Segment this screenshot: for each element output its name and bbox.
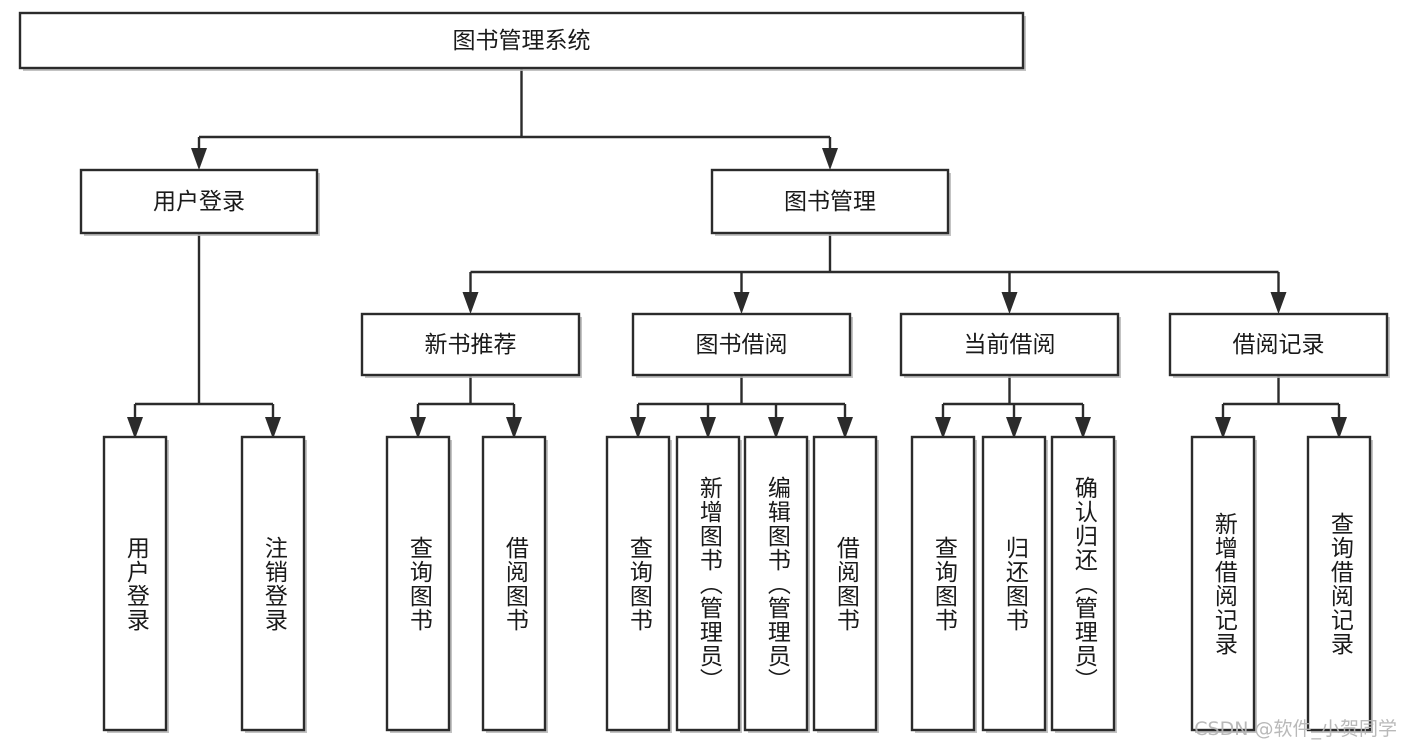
connector-lines bbox=[127, 68, 1347, 439]
arrow-leaf-6 bbox=[768, 417, 784, 439]
arrow-leaf-9 bbox=[1006, 417, 1022, 439]
node-level3-box-1[interactable] bbox=[631, 312, 852, 377]
node-leaf-box-1[interactable] bbox=[240, 435, 306, 732]
node-leaf-box-6[interactable] bbox=[743, 435, 809, 732]
arrow-leaf-8 bbox=[935, 417, 951, 439]
node-leaf-box-3[interactable] bbox=[481, 435, 547, 732]
node-level3-box-2[interactable] bbox=[899, 312, 1120, 377]
node-level2-box-1[interactable] bbox=[710, 168, 950, 235]
arrow-level2-0 bbox=[191, 148, 207, 170]
arrow-level2-1 bbox=[822, 148, 838, 170]
arrow-leaf-5 bbox=[700, 417, 716, 439]
node-leaf-box-2[interactable] bbox=[385, 435, 451, 732]
node-boxes bbox=[18, 11, 1390, 733]
node-leaf-box-9[interactable] bbox=[981, 435, 1047, 732]
node-level2-label-1: 图书管理 bbox=[784, 189, 876, 215]
node-level3-box-3[interactable] bbox=[1168, 312, 1389, 377]
node-leaf-box-12[interactable] bbox=[1306, 435, 1372, 732]
node-root-label: 图书管理系统 bbox=[453, 28, 591, 54]
arrow-level3-0 bbox=[462, 292, 479, 314]
arrow-leaf-11 bbox=[1215, 417, 1231, 439]
arrow-leaf-2 bbox=[410, 417, 426, 439]
arrow-level3-3 bbox=[1270, 292, 1287, 314]
node-leaf-box-7[interactable] bbox=[812, 435, 878, 732]
node-leaf-box-0[interactable] bbox=[102, 435, 168, 732]
arrow-leaf-3 bbox=[506, 417, 522, 439]
arrow-leaf-7 bbox=[837, 417, 853, 439]
node-level3-label-0: 新书推荐 bbox=[425, 332, 517, 358]
node-leaf-box-8[interactable] bbox=[910, 435, 976, 732]
arrow-level3-2 bbox=[1001, 292, 1018, 314]
arrow-leaf-10 bbox=[1075, 417, 1091, 439]
node-level3-label-1: 图书借阅 bbox=[696, 332, 788, 358]
arrow-leaf-4 bbox=[630, 417, 646, 439]
arrow-leaf-1 bbox=[265, 417, 281, 439]
node-level3-label-2: 当前借阅 bbox=[964, 332, 1056, 358]
arrow-leaf-0 bbox=[127, 417, 143, 439]
node-leaf-box-5[interactable] bbox=[675, 435, 741, 732]
arrow-leaf-12 bbox=[1331, 417, 1347, 439]
node-leaf-box-4[interactable] bbox=[605, 435, 671, 732]
node-level2-label-0: 用户登录 bbox=[153, 189, 245, 215]
node-level2-box-0[interactable] bbox=[79, 168, 319, 235]
node-leaf-box-10[interactable] bbox=[1050, 435, 1116, 732]
arrow-level3-1 bbox=[733, 292, 750, 314]
node-level3-box-0[interactable] bbox=[360, 312, 581, 377]
node-leaf-box-11[interactable] bbox=[1190, 435, 1256, 732]
node-root-box[interactable] bbox=[18, 11, 1025, 70]
node-level3-label-3: 借阅记录 bbox=[1233, 332, 1325, 358]
